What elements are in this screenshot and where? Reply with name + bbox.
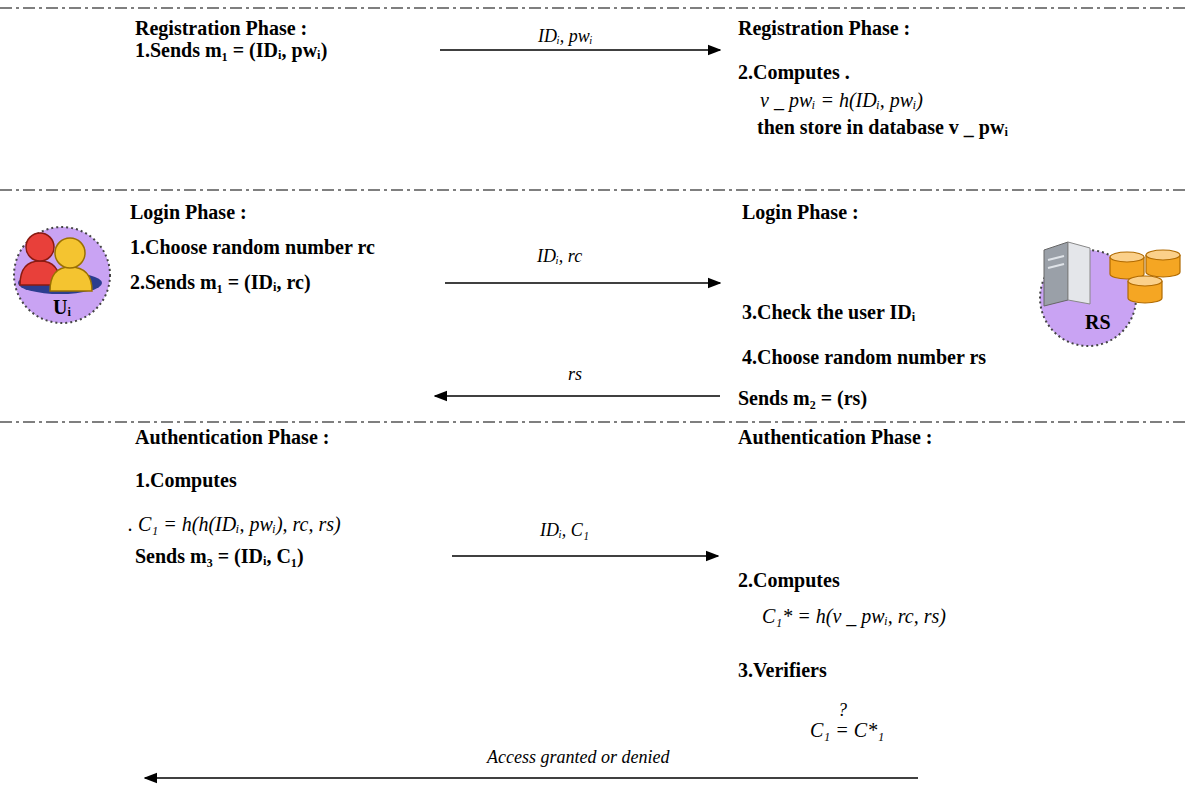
message-label: IDᵢ, rc bbox=[537, 244, 582, 268]
verify-mark: ? bbox=[838, 698, 847, 722]
formula-text: . C₁ = h(h(IDᵢ, pwᵢ), rc, rs) bbox=[128, 512, 341, 536]
formula-text: v _ pwᵢ = h(IDᵢ, pwᵢ) bbox=[760, 88, 923, 112]
message-arrow bbox=[145, 50, 918, 778]
step-text: 1.Choose random number rc bbox=[130, 235, 375, 259]
formula-text: C₁ = C*₁ bbox=[810, 718, 884, 742]
phase-heading: Authentication Phase : bbox=[738, 425, 932, 449]
step-text: Sends m₃ = (IDᵢ, C₁) bbox=[135, 544, 304, 568]
message-label: rs bbox=[568, 362, 582, 386]
user-node: Uᵢ bbox=[12, 225, 112, 325]
phase-heading: Registration Phase : bbox=[135, 16, 307, 40]
phase-heading: Registration Phase : bbox=[738, 16, 910, 40]
phase-heading: Login Phase : bbox=[130, 200, 247, 224]
node-label: RS bbox=[1085, 311, 1111, 333]
step-text: 2.Computes . bbox=[738, 60, 850, 84]
result-label: Access granted or denied bbox=[487, 745, 669, 769]
step-text: 1.Sends m₁ = (IDᵢ, pwᵢ) bbox=[135, 38, 327, 62]
message-label: IDᵢ, pwᵢ bbox=[538, 24, 593, 48]
node-label: Uᵢ bbox=[53, 296, 71, 318]
server-node: RS bbox=[1038, 248, 1138, 348]
step-text: 3.Check the user IDᵢ bbox=[742, 300, 915, 324]
message-label: IDᵢ, C₁ bbox=[540, 518, 589, 542]
step-text: 2.Computes bbox=[738, 568, 840, 592]
phase-heading: Authentication Phase : bbox=[135, 425, 329, 449]
step-text: 3.Verifiers bbox=[738, 658, 827, 682]
formula-text: C₁* = h(v _ pwᵢ, rc, rs) bbox=[762, 604, 946, 628]
step-text: Sends m₂ = (rs) bbox=[738, 386, 867, 410]
node-outline bbox=[1038, 248, 1138, 348]
step-text: then store in database v _ pwᵢ bbox=[757, 115, 1008, 139]
step-text: 2.Sends m₁ = (IDᵢ, rc) bbox=[130, 270, 311, 294]
step-text: 1.Computes bbox=[135, 468, 237, 492]
phase-heading: Login Phase : bbox=[742, 200, 859, 224]
phase-separator bbox=[0, 8, 1188, 422]
step-text: 4.Choose random number rs bbox=[742, 345, 986, 369]
